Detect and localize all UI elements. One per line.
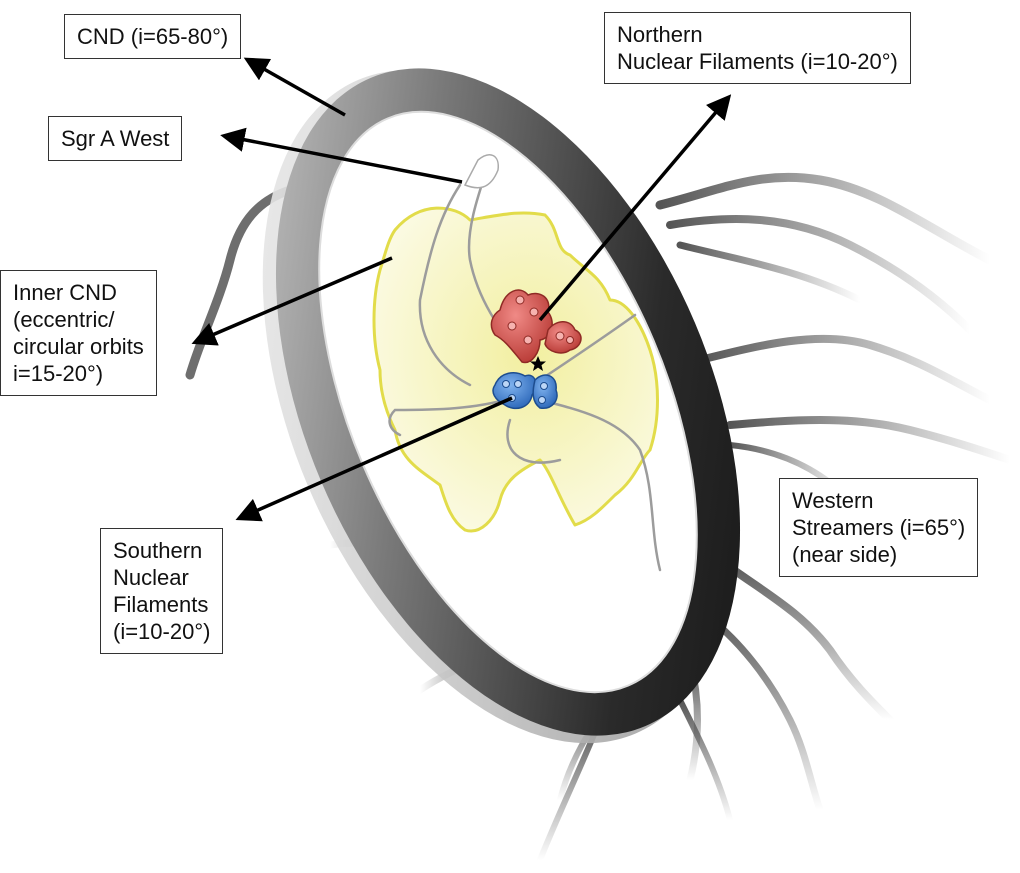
arrow-cnd (243, 57, 346, 117)
streamer-10 (677, 697, 733, 823)
label-southern-filaments: Southern Nuclear Filaments (i=10-20°) (100, 528, 224, 654)
streamer-5 (726, 416, 1014, 464)
label-western-streamers-line-1: Western (792, 488, 874, 513)
streamer-1 (655, 172, 995, 265)
northern-knot-6 (566, 336, 574, 344)
sgr-a-west-arm-6 (506, 418, 562, 464)
sgr-a-west-arm-5 (538, 398, 662, 572)
label-western-streamers-line-3: (near side) (792, 542, 898, 567)
label-northern-filaments-line-1: Northern (617, 22, 703, 47)
southern-nuclear-filaments (492, 372, 558, 410)
label-inner-cnd-line-2: (eccentric/ (13, 307, 115, 332)
pointer-arrows (191, 57, 732, 522)
label-inner-cnd-line-4: i=15-20°) (13, 361, 104, 386)
southern-knot-1 (502, 380, 510, 388)
label-northern-filaments: Northern Nuclear Filaments (i=10-20°) (604, 12, 911, 84)
streamer-8 (696, 606, 824, 814)
southern-knot-5 (538, 396, 546, 404)
label-southern-filaments-line-1: Southern (113, 538, 203, 563)
streamer-4 (696, 334, 994, 404)
label-cnd-line-1: CND (i=65-80°) (77, 24, 229, 49)
southern-knot-4 (540, 382, 548, 390)
sgr-a-west-ribbon (463, 154, 499, 189)
northern-clump-main (490, 289, 553, 364)
arrow-northern-filaments (538, 94, 732, 322)
label-western-streamers: Western Streamers (i=65°) (near side) (779, 478, 979, 577)
label-western-streamers-line-2: Streamers (i=65°) (792, 515, 966, 540)
northern-knot-1 (515, 295, 525, 305)
streamer-7 (716, 556, 894, 724)
arrow-southern-filaments (235, 396, 513, 522)
streamer-2 (666, 215, 974, 334)
label-southern-filaments-line-4: (i=10-20°) (113, 619, 211, 644)
label-inner-cnd-line-1: Inner CND (13, 280, 117, 305)
label-northern-filaments-line-2: Nuclear Filaments (i=10-20°) (617, 49, 898, 74)
sgr-a-west-arm-2 (418, 183, 472, 387)
arrow-sgr-a-west (220, 127, 463, 184)
label-inner-cnd-line-3: circular orbits (13, 334, 144, 359)
sgr-a-west-arm-3 (538, 313, 637, 382)
label-southern-filaments-line-3: Filaments (113, 592, 209, 617)
northern-knot-5 (555, 331, 565, 341)
northern-knot-2 (529, 307, 539, 317)
streamer-3 (676, 241, 864, 304)
northern-knot-3 (507, 321, 517, 331)
arrow-inner-cnd (191, 256, 393, 346)
label-sgr-a-west-line-1: Sgr A West (61, 126, 170, 151)
label-southern-filaments-line-2: Nuclear (113, 565, 189, 590)
label-inner-cnd: Inner CND (eccentric/ circular orbits i=… (0, 270, 157, 396)
northern-nuclear-filaments (490, 289, 582, 364)
label-sgr-a-west: Sgr A West (48, 116, 183, 161)
sgr-a-west-arm-4 (388, 393, 522, 437)
inner-cnd-region (372, 206, 659, 533)
star-icon (530, 356, 546, 371)
southern-clump-side (532, 374, 558, 409)
southern-knot-2 (514, 380, 522, 388)
northern-knot-4 (523, 335, 533, 345)
label-cnd: CND (i=65-80°) (64, 14, 242, 59)
